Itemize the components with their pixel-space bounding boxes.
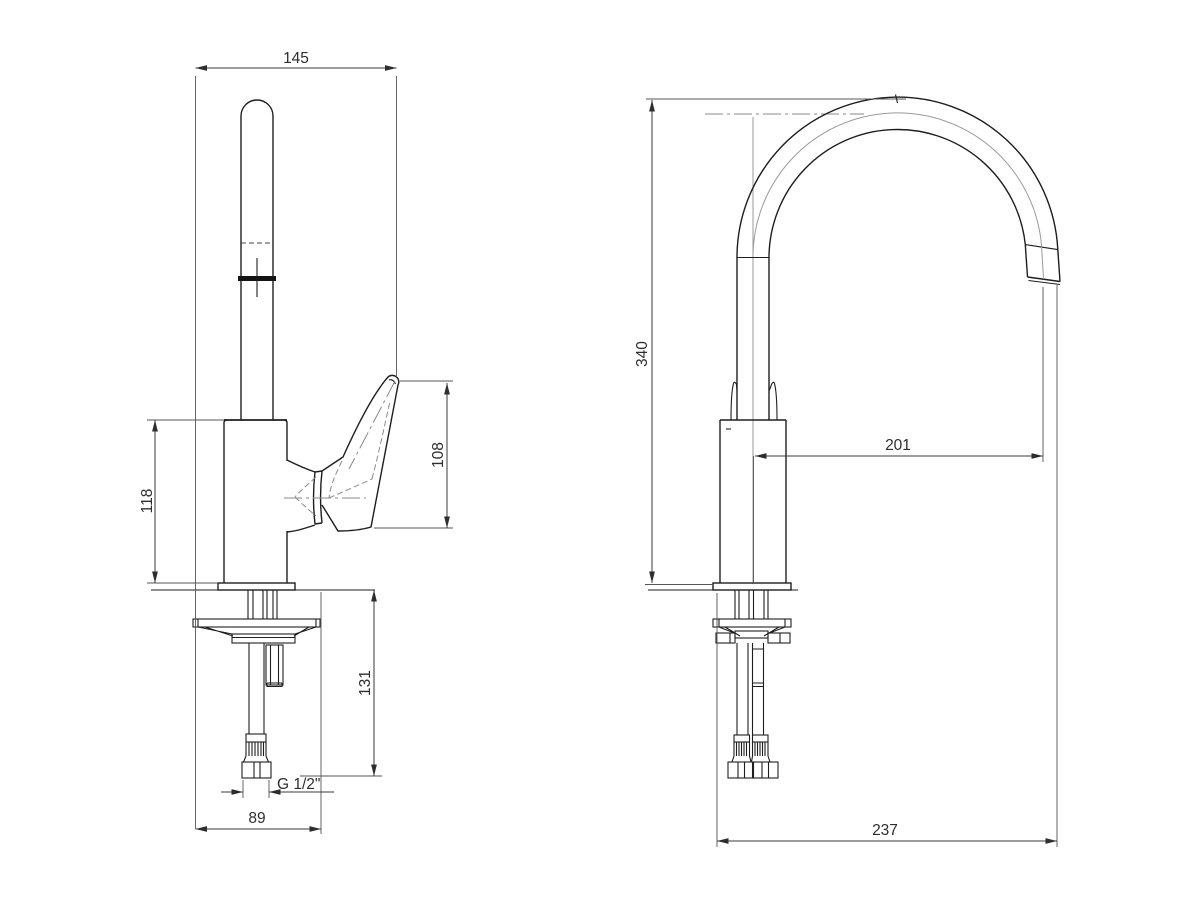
- dim-131: 131: [300, 590, 382, 834]
- hose-braid-front: [245, 742, 267, 756]
- dim-340-tangent-tick: [894, 94, 899, 104]
- mounting-studs-side: [734, 590, 769, 619]
- dim-108: 108: [374, 380, 453, 529]
- outlet-tip: [1024, 244, 1061, 283]
- dim-118: 118: [139, 419, 224, 584]
- supply-hoses-side: [736, 643, 765, 735]
- front-handle: [284, 374, 400, 533]
- base-plate-side: [712, 582, 792, 591]
- dim-108-text: 108: [430, 442, 447, 468]
- dim-131-extensions: [300, 592, 382, 834]
- hose-braid-left: [733, 742, 751, 756]
- side-body: [712, 381, 792, 591]
- dim-108-extensions: [374, 380, 453, 529]
- dim-340: 340: [634, 94, 906, 585]
- flange-notches-side: [718, 619, 786, 627]
- front-spout: [238, 99, 276, 420]
- dim-237: 237: [716, 285, 1058, 847]
- clamp-plate-front: [231, 633, 296, 644]
- supply-hose-front: [248, 643, 265, 734]
- dim-237-extensions: [716, 285, 1058, 847]
- clamp-tab-left: [715, 632, 736, 644]
- outlet-aerator-line: [1028, 279, 1061, 286]
- arc-outer: [736, 96, 1059, 259]
- dim-131-text: 131: [357, 670, 374, 696]
- body-outline: [223, 419, 288, 583]
- dim-201: 201: [753, 287, 1044, 584]
- hose-flares-side: [731, 755, 771, 763]
- dim-g12-arrows: [231, 789, 281, 795]
- outlet-centerline: [1041, 246, 1044, 280]
- hex-nut-right-side: [752, 761, 779, 779]
- riser-tube: [736, 258, 770, 420]
- front-body: [217, 419, 296, 591]
- lever-outline: [321, 374, 400, 532]
- hose-collar-left: [733, 734, 751, 743]
- hex-nut-right-facets: [761, 762, 770, 778]
- side-spout-arc: [705, 96, 1061, 584]
- dim-340-extensions: [645, 98, 906, 585]
- mounting-studs-front: [247, 590, 278, 619]
- dim-89: 89: [195, 810, 321, 832]
- hex-nut-left-facets: [737, 762, 746, 778]
- dim-145-text: 145: [283, 50, 309, 67]
- clamp-plate-side: [734, 630, 769, 639]
- hex-nut-front: [241, 761, 272, 779]
- clamp-wedges-front: [197, 626, 317, 637]
- dim-g12: G 1/2": [221, 776, 334, 798]
- dim-145: 145: [195, 50, 397, 829]
- hose-braid-right: [751, 742, 769, 756]
- spout-tube-outline: [240, 99, 274, 420]
- dim-89-text: 89: [248, 810, 265, 827]
- dim-118-extensions: [147, 419, 224, 584]
- clamp-tab-right: [767, 632, 791, 644]
- hex-nut-left-side: [727, 761, 754, 779]
- arc-inner: [768, 128, 1026, 259]
- dim-340-text: 340: [634, 341, 651, 367]
- dim-118-text: 118: [139, 489, 156, 514]
- hose-collar-right: [751, 734, 769, 743]
- hose-joints-side: [752, 648, 764, 688]
- side-undercounter: [712, 590, 792, 779]
- dim-201-extensions: [753, 287, 1044, 584]
- flange-notches-front: [197, 619, 317, 627]
- mounting-nut: [265, 644, 284, 686]
- side-view: 340 201 237: [634, 94, 1061, 847]
- mounting-nut-facets: [266, 645, 283, 688]
- dim-237-text: 237: [872, 822, 898, 839]
- handle-horn-left: [730, 381, 738, 421]
- hose-collar-front: [245, 733, 267, 743]
- lever-tip-detail: [388, 379, 397, 385]
- arc-centerline: [752, 112, 1043, 259]
- dim-201-text: 201: [885, 437, 911, 454]
- mounting-flange-side: [712, 618, 792, 628]
- clamp-wedges-side: [718, 626, 786, 637]
- base-plate-front: [217, 582, 296, 591]
- dim-145-extensions: [195, 76, 397, 829]
- valve-cone-bottom: [286, 524, 316, 533]
- front-view: 145 118 108 131 G 1/2": [139, 50, 453, 834]
- lever-hidden-edges: [294, 400, 391, 517]
- handle-horn-right: [768, 381, 778, 421]
- dim-g12-extensions: [242, 780, 270, 798]
- hex-nut-facets-front: [253, 762, 261, 778]
- front-undercounter: [192, 590, 321, 779]
- lever-centerline: [348, 380, 396, 470]
- valve-cone-top: [286, 459, 316, 473]
- mounting-flange-front: [192, 618, 321, 628]
- dim-g12-text: G 1/2": [277, 776, 320, 793]
- hose-flare-front: [242, 755, 270, 763]
